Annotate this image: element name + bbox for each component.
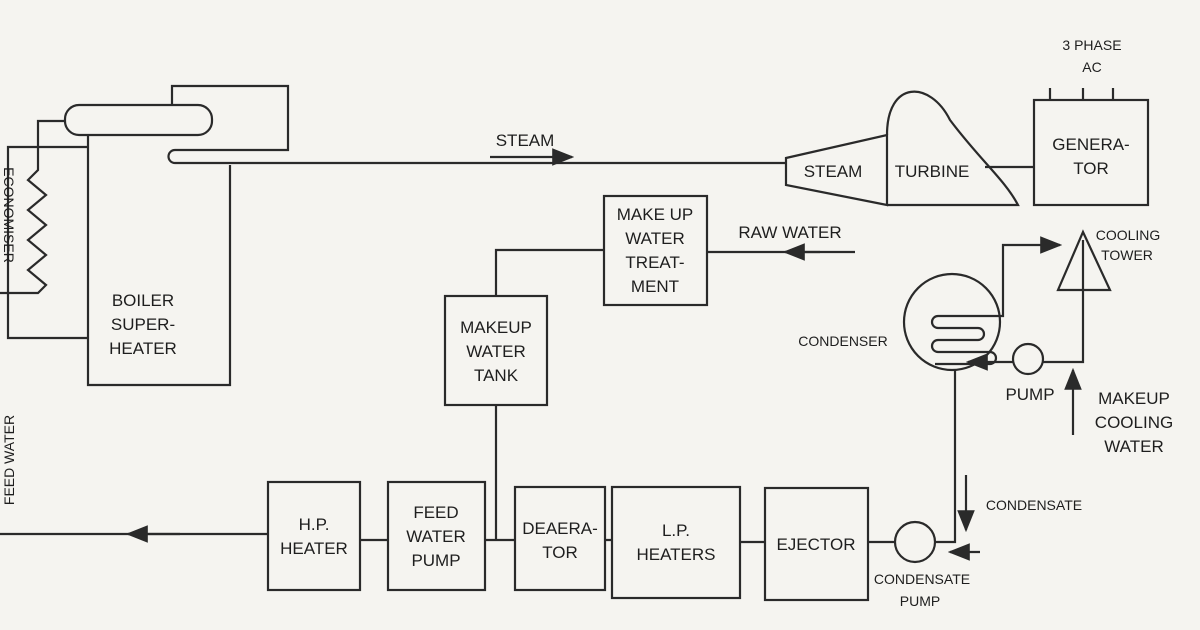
fwp-label-3: PUMP (411, 551, 460, 570)
condensate-pump-label-1: CONDENSATE (874, 571, 970, 587)
condenser-to-tower-line (1000, 236, 1063, 318)
three-phase-label: 3 PHASE (1062, 37, 1121, 53)
turbine-label-steam: STEAM (804, 162, 863, 181)
feed-water-pump: FEED WATER PUMP (386, 480, 487, 592)
treatment-label-2: WATER (625, 229, 685, 248)
steam-turbine: STEAM TURBINE (778, 90, 1034, 207)
condenser-label: CONDENSER (798, 333, 887, 349)
generator-label-1: GENERA- (1052, 135, 1129, 154)
turbine-label-turbine: TURBINE (895, 162, 970, 181)
generator: GENERA- TOR 3 PHASE AC (1032, 37, 1150, 207)
pump-label: PUMP (1005, 385, 1054, 404)
deaerator-label-2: TOR (542, 543, 578, 562)
ejector: EJECTOR (763, 486, 870, 602)
makeup-cooling-label-2: COOLING (1095, 413, 1173, 432)
deaerator-label-1: DEAERA- (522, 519, 598, 538)
boiler-label-1: BOILER (112, 291, 174, 310)
ac-label: AC (1082, 59, 1101, 75)
cooling-tower: COOLING TOWER (1043, 227, 1161, 364)
steam-label: STEAM (496, 131, 555, 150)
tank-label-3: TANK (474, 366, 519, 385)
ejector-label: EJECTOR (776, 535, 855, 554)
condensate-label: CONDENSATE (986, 497, 1082, 513)
superheater-tube (167, 84, 778, 165)
condensate-pump (893, 520, 937, 564)
economiser: ECONOMISER (0, 119, 88, 340)
generator-label-2: TOR (1073, 159, 1109, 178)
steam-drum (63, 103, 214, 137)
boiler-label-2: SUPER- (111, 315, 175, 334)
treatment-label-1: MAKE UP (617, 205, 694, 224)
makeup-cooling-label-1: MAKEUP (1098, 389, 1170, 408)
condenser-coil (930, 314, 1000, 366)
treatment-label-3: TREAT- (625, 253, 684, 272)
lp-label-2: HEATERS (636, 545, 715, 564)
condensate-line (935, 370, 957, 544)
tank-label-1: MAKEUP (460, 318, 532, 337)
three-phase-terminals (1048, 88, 1115, 100)
tank-label-2: WATER (466, 342, 526, 361)
cooling-pump (1011, 342, 1045, 376)
treatment-to-tank-line (494, 248, 604, 296)
hp-label-2: HEATER (280, 539, 348, 558)
economiser-coil (0, 119, 65, 295)
turbine-rotor (885, 90, 1020, 207)
raw-water-label: RAW WATER (738, 223, 841, 242)
condenser: CONDENSER (798, 272, 1002, 372)
hp-heater: H.P. HEATER (266, 480, 362, 592)
feed-water-label: FEED WATER (1, 415, 17, 505)
lp-heaters: L.P. HEATERS (610, 485, 742, 600)
economiser-label: ECONOMISER (1, 167, 17, 263)
condensate-pump-label-2: PUMP (900, 593, 940, 609)
fwp-label-2: WATER (406, 527, 466, 546)
treatment-label-4: MENT (631, 277, 679, 296)
boiler-label-3: HEATER (109, 339, 177, 358)
cooling-tower-label-2: TOWER (1101, 247, 1153, 263)
cooling-tower-label-1: COOLING (1096, 227, 1161, 243)
hp-label-1: H.P. (299, 515, 330, 534)
makeup-water-treatment: MAKE UP WATER TREAT- MENT (602, 194, 709, 307)
lp-label-1: L.P. (662, 521, 690, 540)
deaerator: DEAERA- TOR (513, 485, 607, 592)
feed-train-connections (360, 538, 895, 544)
makeup-water-tank: MAKEUP WATER TANK (443, 294, 549, 407)
makeup-cooling-label-3: WATER (1104, 437, 1164, 456)
boiler-superheater: BOILER SUPER- HEATER (63, 84, 778, 387)
fwp-label-1: FEED (413, 503, 458, 522)
